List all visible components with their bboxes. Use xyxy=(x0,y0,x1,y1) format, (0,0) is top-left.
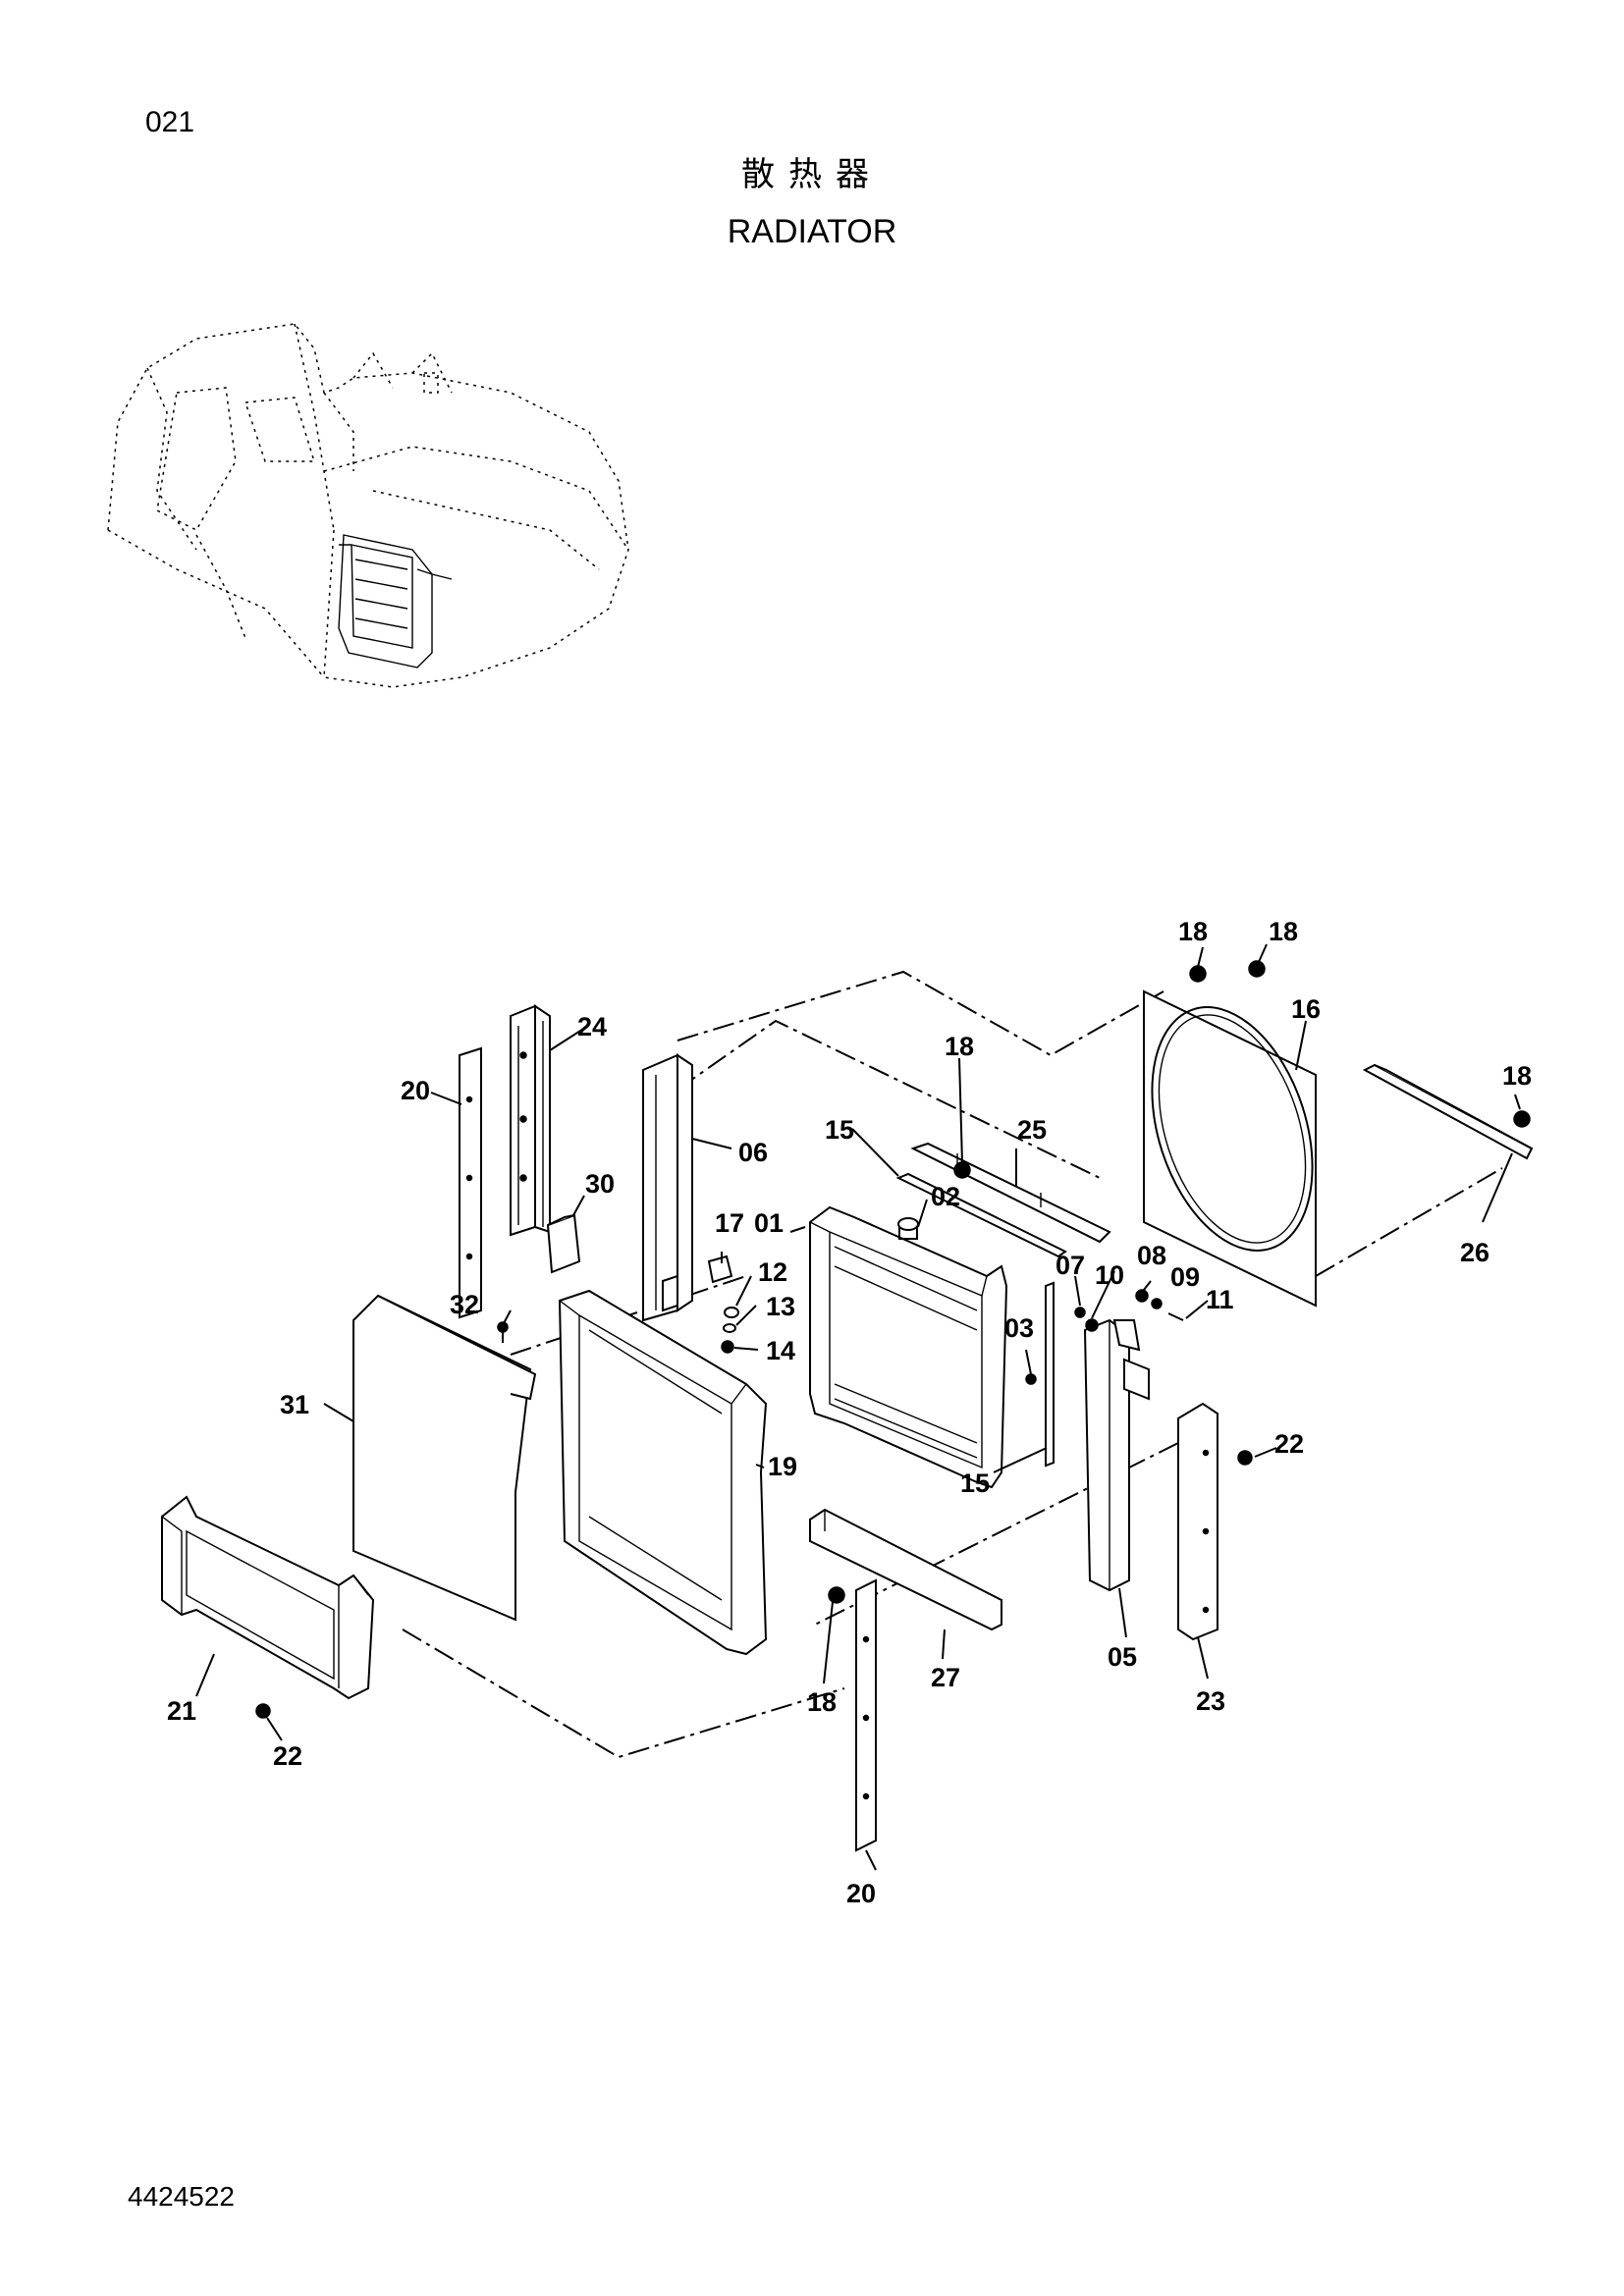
callout-10: 10 xyxy=(1095,1260,1124,1290)
leader-lines xyxy=(195,943,1521,1871)
callout-11: 11 xyxy=(1206,1285,1234,1314)
callout-18-a: 18 xyxy=(945,1032,974,1061)
part-02-cap xyxy=(897,1217,919,1240)
callout-20-bottom: 20 xyxy=(846,1879,876,1908)
part-05-channel xyxy=(1083,1318,1150,1592)
callout-17: 17 xyxy=(715,1208,744,1238)
callout-24: 24 xyxy=(577,1012,607,1041)
callout-18-b: 18 xyxy=(1178,917,1208,946)
part-31-panel xyxy=(352,1294,537,1622)
callout-21: 21 xyxy=(167,1696,196,1726)
callout-27: 27 xyxy=(931,1663,960,1692)
callout-16: 16 xyxy=(1291,994,1321,1024)
part-06-channel xyxy=(642,1053,693,1322)
callout-26: 26 xyxy=(1460,1238,1489,1267)
part-03-drain xyxy=(1025,1373,1037,1385)
part-16-shroud xyxy=(1143,989,1317,1308)
page-number: 021 xyxy=(145,106,195,138)
callout-18-e: 18 xyxy=(807,1687,837,1717)
callout-20-left: 20 xyxy=(401,1076,430,1105)
callout-08: 08 xyxy=(1137,1241,1166,1270)
callout-14: 14 xyxy=(766,1336,795,1365)
callout-12: 12 xyxy=(758,1257,787,1287)
part-30-block xyxy=(546,1213,581,1274)
part-20-strip-left xyxy=(459,1046,482,1319)
title-block: 散热器 RADIATOR xyxy=(0,147,1624,251)
callout-30: 30 xyxy=(585,1169,615,1199)
part-27-bar xyxy=(809,1508,1002,1631)
callout-09: 09 xyxy=(1170,1262,1200,1292)
callout-01: 01 xyxy=(754,1208,784,1238)
part-22-plug-right xyxy=(1237,1450,1253,1466)
part-32-screw xyxy=(497,1321,509,1343)
callout-02: 02 xyxy=(931,1182,960,1211)
callout-15-upper: 15 xyxy=(825,1115,854,1145)
callout-25: 25 xyxy=(1017,1115,1047,1145)
callout-07: 07 xyxy=(1056,1251,1085,1280)
parts-07-11-fasteners xyxy=(1074,1289,1184,1352)
title-chinese: 散热器 xyxy=(741,155,883,194)
callout-06: 06 xyxy=(738,1138,768,1167)
callout-22-left: 22 xyxy=(273,1741,302,1771)
excavator-locator-icon xyxy=(107,323,629,688)
part-24-channel xyxy=(510,1004,551,1237)
part-21-intercooler xyxy=(161,1495,375,1700)
callout-22-right: 22 xyxy=(1274,1429,1304,1459)
part-01-radiator-core xyxy=(809,1205,1008,1489)
exploded-view: 01 02 03 05 06 07 08 09 10 11 12 13 14 1… xyxy=(161,917,1534,1908)
part-26-bar xyxy=(1362,1063,1534,1160)
title-english: RADIATOR xyxy=(727,213,897,250)
part-20-strip-bottom xyxy=(855,1578,877,1852)
callout-13: 13 xyxy=(766,1292,795,1321)
callout-31: 31 xyxy=(280,1390,309,1419)
part-15-seal-strips xyxy=(895,1172,1067,1468)
callout-19: 19 xyxy=(768,1452,797,1481)
part-19-frame xyxy=(558,1289,768,1656)
callout-18-d: 18 xyxy=(1502,1061,1532,1091)
callout-labels: 01 02 03 05 06 07 08 09 10 11 12 13 14 1… xyxy=(167,917,1532,1908)
callout-23: 23 xyxy=(1196,1686,1225,1716)
bolt-18-icons xyxy=(828,960,1531,1604)
part-23-strip xyxy=(1177,1402,1218,1641)
callout-03: 03 xyxy=(1004,1313,1034,1343)
callout-18-c: 18 xyxy=(1269,917,1298,946)
callout-15-lower: 15 xyxy=(960,1468,990,1498)
part-17-block xyxy=(707,1255,733,1284)
callout-05: 05 xyxy=(1108,1642,1137,1672)
callout-32: 32 xyxy=(450,1290,479,1319)
part-22-plug-left xyxy=(255,1703,271,1719)
parts-12-13-14-fasteners xyxy=(721,1307,739,1354)
document-code: 4424522 xyxy=(128,2181,236,2212)
